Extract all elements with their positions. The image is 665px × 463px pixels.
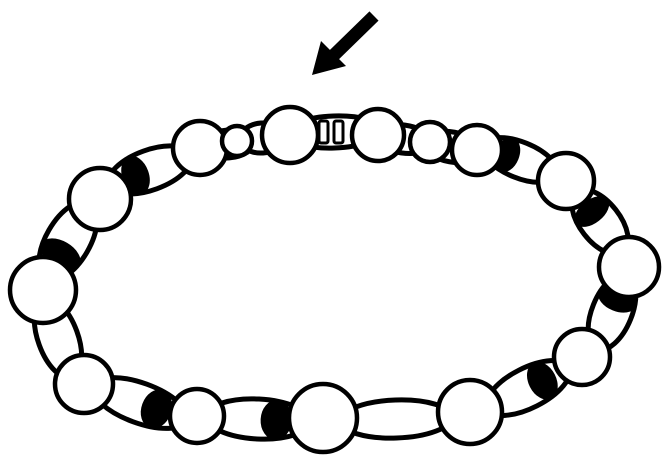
chain-bead bbox=[173, 121, 227, 175]
chain-bead bbox=[55, 355, 113, 413]
chain-bead bbox=[452, 125, 502, 175]
chain-bead bbox=[170, 389, 224, 443]
arrow-down-left-icon bbox=[312, 16, 374, 75]
chain-bead bbox=[69, 168, 131, 230]
chain-bead bbox=[438, 380, 502, 444]
chain-bead bbox=[222, 126, 252, 156]
chain-bead bbox=[289, 384, 357, 452]
chain-bead bbox=[538, 153, 594, 209]
chain-bead bbox=[554, 329, 610, 385]
chain-bead bbox=[352, 109, 404, 161]
chain-bead bbox=[410, 122, 450, 162]
chain-beads bbox=[10, 107, 659, 452]
chain-bead bbox=[599, 237, 659, 297]
chain-bead bbox=[262, 107, 318, 163]
chain-bead bbox=[10, 257, 76, 323]
